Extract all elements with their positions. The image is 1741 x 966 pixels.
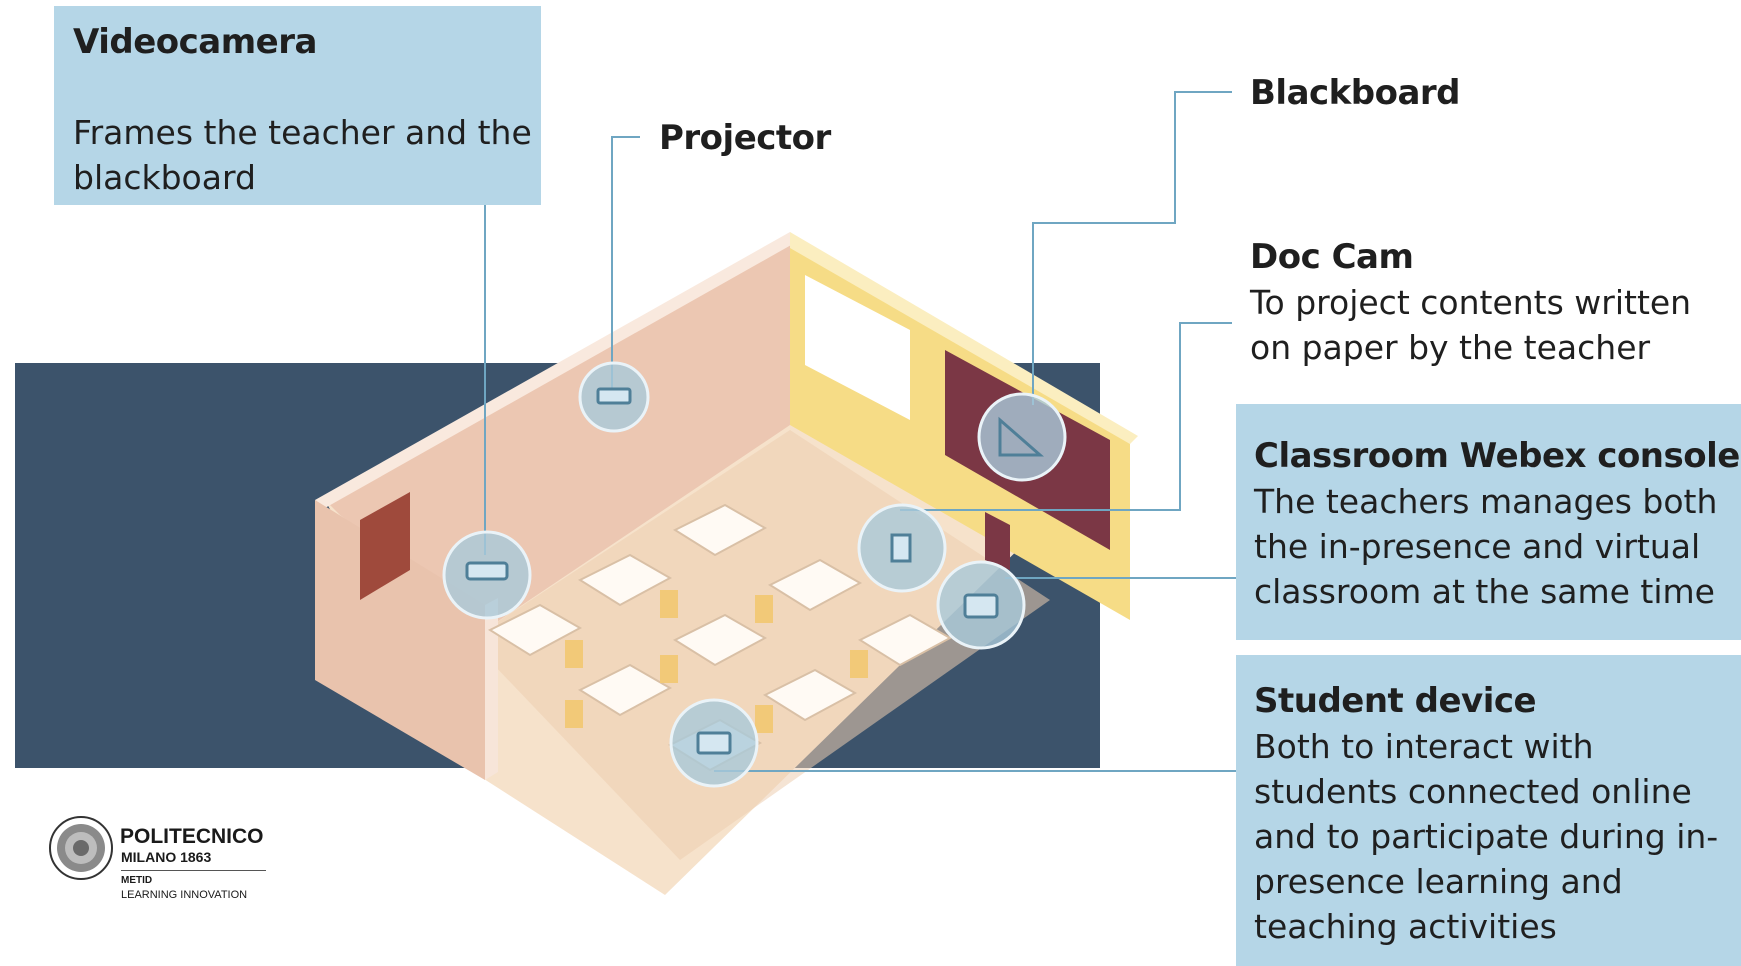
student-laptop-icon — [696, 731, 732, 755]
leader-lines — [484, 91, 1236, 772]
back-right-wall-top — [790, 232, 1138, 444]
webex-console-desc-line: the in-presence and virtual — [1254, 527, 1701, 566]
blackboard-circle — [977, 392, 1067, 482]
door — [360, 492, 410, 600]
videocamera-desc-line: blackboard — [73, 158, 256, 197]
videocamera-desc-line: Frames the teacher and the — [73, 113, 532, 152]
device-glyphs — [465, 387, 1044, 755]
doc-cam-desc-line: To project contents written — [1250, 283, 1692, 322]
front-left-wall — [315, 500, 485, 780]
webex-console-desc-line: The teachers manages both — [1254, 482, 1718, 521]
politecnico-logo: POLITECNICO MILANO 1863 METID LEARNING I… — [48, 815, 278, 905]
logo-divider — [121, 870, 266, 871]
blackboard-icon — [998, 416, 1044, 457]
desks — [487, 503, 953, 772]
doc-cam-title: Doc Cam — [1250, 237, 1414, 277]
teacher-chair — [985, 512, 1010, 570]
chairs — [565, 590, 868, 733]
videocamera-icon — [465, 561, 509, 581]
webex-console-icon — [963, 593, 999, 619]
doc-cam-callout: Doc Cam To project contents written on p… — [1250, 235, 1691, 370]
student-device-desc-line: presence learning and — [1254, 862, 1623, 901]
doc-cam-desc-line: on paper by the teacher — [1250, 328, 1651, 367]
projector-label: Projector — [659, 118, 831, 158]
student-device-callout: Student device Both to interact with stu… — [1236, 655, 1741, 966]
logo-unit: METID — [121, 875, 153, 886]
webex-console-desc-line: classroom at the same time — [1254, 572, 1715, 611]
student-device-desc-line: Both to interact with — [1254, 727, 1594, 766]
student-device-title: Student device — [1254, 681, 1537, 721]
webex-console-callout: Classroom Webex console The teachers man… — [1236, 404, 1741, 640]
logo-name: POLITECNICO — [120, 825, 264, 848]
student-device-desc-line: and to participate during in- — [1254, 817, 1719, 856]
back-left-wall-top — [315, 232, 800, 508]
front-left-wall-face — [485, 598, 498, 780]
student-device-desc-line: students connected online — [1254, 772, 1692, 811]
logo-subtitle: MILANO 1863 — [121, 849, 212, 865]
wall-window — [805, 275, 910, 420]
student-device-desc-line: teaching activities — [1254, 907, 1557, 946]
videocamera-callout: Videocamera Frames the teacher and the b… — [54, 6, 541, 205]
politecnico-seal-icon — [49, 816, 113, 880]
back-left-wall — [325, 240, 790, 640]
blackboard-label: Blackboard — [1250, 73, 1461, 113]
doc-cam-icon — [890, 533, 912, 563]
logo-tagline: LEARNING INNOVATION — [121, 889, 248, 901]
webex-console-title: Classroom Webex console — [1254, 436, 1740, 476]
projector-icon — [596, 387, 632, 405]
videocamera-title: Videocamera — [73, 22, 317, 62]
